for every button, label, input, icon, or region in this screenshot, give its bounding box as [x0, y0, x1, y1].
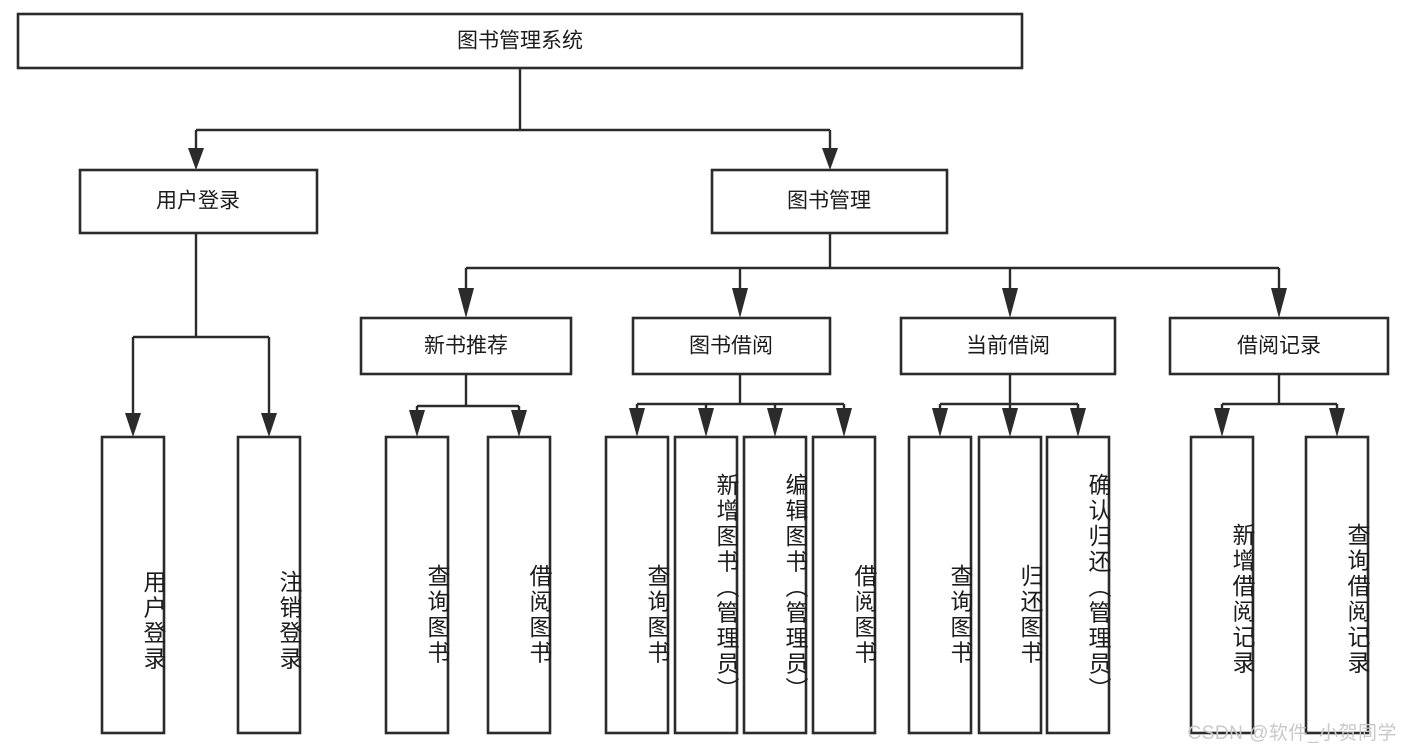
arrow-bb-leaf-2 [698, 408, 714, 437]
leaf-box-query-record[interactable] [1304, 435, 1370, 735]
node-root-box[interactable] [16, 12, 1024, 70]
arrow-bm-to-book-borrow [732, 288, 748, 318]
leaf-label-user-logout: 注销登录 [276, 570, 302, 672]
leaf-box-user-logout[interactable] [236, 435, 302, 735]
connector-group-book-borrow [629, 374, 852, 437]
leaf-boxes-user-login [100, 435, 302, 735]
node-current-borrow[interactable]: 当前借阅 [899, 316, 1117, 376]
node-user-login-label: 用户登录 [156, 190, 240, 213]
node-user-login[interactable]: 用户登录 [78, 168, 319, 235]
leaf-boxes-borrow-record [1189, 435, 1370, 735]
arrow-nbr-leaf-1 [409, 410, 425, 437]
leaf-boxes-book-borrow [604, 435, 877, 735]
leaf-label-return-book: 归还图书 [1017, 564, 1043, 666]
arrow-bm-to-new-book-recommend [458, 288, 474, 318]
connector-group-user-login [125, 233, 277, 437]
connector-group-new-book-recommend [409, 374, 527, 437]
node-new-book-recommend-label: 新书推荐 [424, 335, 508, 358]
leaf-box-return-book[interactable] [977, 435, 1043, 735]
node-root-label: 图书管理系统 [457, 30, 583, 53]
arrow-bb-leaf-1 [629, 408, 645, 437]
leaf-label-query-record: 查询借阅记录 [1344, 523, 1370, 676]
node-borrow-record-box[interactable] [1168, 316, 1390, 376]
arrow-bb-leaf-3 [767, 408, 783, 437]
leaf-boxes-current-borrow [907, 435, 1111, 735]
arrow-nbr-leaf-2 [511, 410, 527, 437]
node-borrow-record[interactable]: 借阅记录 [1168, 316, 1390, 376]
node-new-book-recommend[interactable]: 新书推荐 [359, 316, 573, 376]
leaf-label-confirm-return: 确认归还（管理员） [1085, 473, 1111, 703]
node-book-manage[interactable]: 图书管理 [710, 168, 949, 235]
node-new-book-recommend-box[interactable] [359, 316, 573, 376]
node-book-borrow[interactable]: 图书借阅 [631, 316, 832, 376]
arrow-root-to-user-login [188, 148, 204, 170]
arrow-br-leaf-1 [1214, 408, 1230, 437]
node-borrow-record-label: 借阅记录 [1237, 335, 1321, 358]
leaf-label-query-book-3: 查询图书 [947, 564, 973, 666]
node-book-manage-box[interactable] [710, 168, 949, 235]
arrow-bb-leaf-4 [836, 408, 852, 437]
connector-group-root [188, 68, 838, 170]
leaf-label-add-book: 新增图书（管理员） [713, 473, 739, 703]
leaf-label-borrow-book-2: 借阅图书 [851, 564, 877, 666]
connector-group-book-manage [458, 233, 1287, 318]
leaf-boxes-new-book-recommend [384, 435, 552, 735]
leaf-box-borrow-book-2[interactable] [811, 435, 877, 735]
leaf-box-edit-book[interactable] [742, 435, 808, 735]
connector-group-borrow-record [1214, 374, 1345, 437]
arrow-br-leaf-2 [1329, 408, 1345, 437]
leaf-label-user-login: 用户登录 [140, 570, 166, 672]
leaf-box-query-book-2[interactable] [604, 435, 670, 735]
node-user-login-box[interactable] [78, 168, 319, 235]
arrow-user-login-leaf-1 [125, 413, 141, 437]
leaf-box-confirm-return[interactable] [1045, 435, 1111, 735]
leaf-label-query-book-2: 查询图书 [644, 564, 670, 666]
arrow-cb-leaf-3 [1070, 408, 1086, 437]
node-current-borrow-label: 当前借阅 [966, 335, 1050, 358]
leaf-label-edit-book: 编辑图书（管理员） [782, 473, 808, 703]
arrow-cb-leaf-1 [932, 408, 948, 437]
leaf-box-add-book[interactable] [673, 435, 739, 735]
leaf-box-user-login[interactable] [100, 435, 166, 735]
arrow-cb-leaf-2 [1002, 408, 1018, 437]
arrow-user-login-leaf-2 [261, 413, 277, 437]
node-root[interactable]: 图书管理系统 [16, 12, 1024, 70]
leaf-box-add-record[interactable] [1189, 435, 1255, 735]
leaf-box-query-book-1[interactable] [384, 435, 450, 735]
leaf-label-query-book-1: 查询图书 [424, 564, 450, 666]
node-current-borrow-box[interactable] [899, 316, 1117, 376]
leaf-box-query-book-3[interactable] [907, 435, 973, 735]
leaf-label-add-record: 新增借阅记录 [1229, 523, 1255, 676]
node-book-borrow-box[interactable] [631, 316, 832, 376]
connector-group-current-borrow [932, 374, 1086, 437]
arrow-root-to-book-manage [822, 148, 838, 170]
arrow-bm-to-borrow-record [1271, 288, 1287, 318]
node-book-manage-label: 图书管理 [787, 190, 871, 213]
node-book-borrow-label: 图书借阅 [689, 335, 773, 358]
arrow-bm-to-current-borrow [1002, 288, 1018, 318]
leaf-label-borrow-book-1: 借阅图书 [526, 564, 552, 666]
leaf-box-borrow-book-1[interactable] [486, 435, 552, 735]
